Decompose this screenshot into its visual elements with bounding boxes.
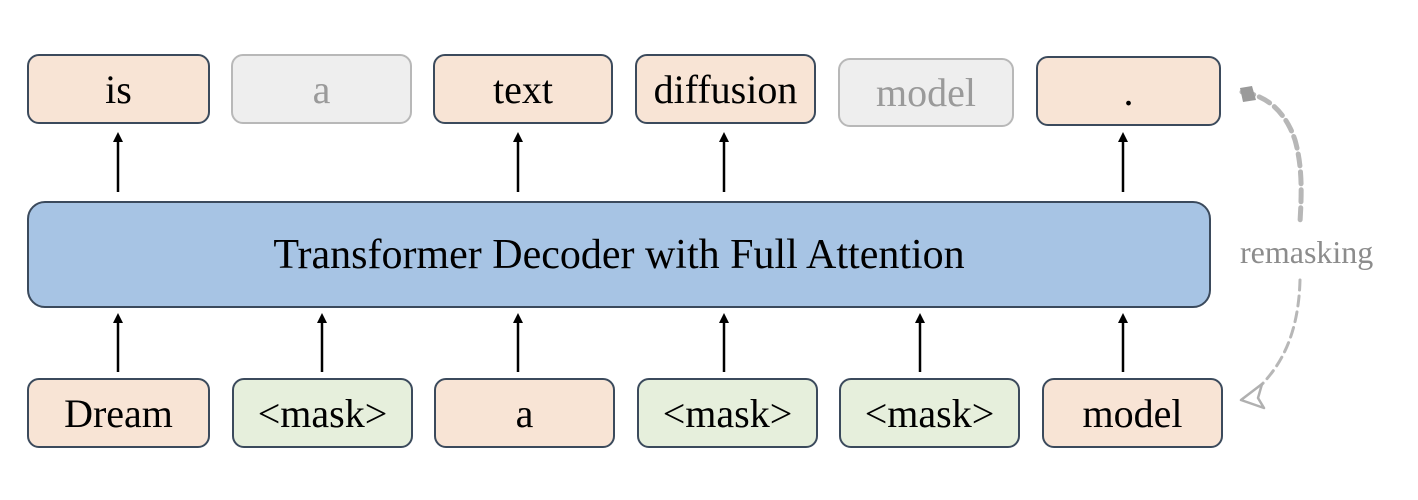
remasking-label: remasking [1240,234,1374,270]
input-token-model: model [1042,378,1223,448]
input-token-mask-3: <mask> [839,378,1020,448]
output-token-is: is [27,54,210,124]
output-token-a-remasked: a [231,54,412,124]
output-token-text: text [433,54,613,124]
output-token-model-remasked: model [838,58,1014,127]
output-token-diffusion: diffusion [635,54,816,124]
output-token-period: . [1036,56,1221,126]
input-token-mask-2: <mask> [637,378,818,448]
input-token-mask-1: <mask> [232,378,413,448]
transformer-decoder-block: Transformer Decoder with Full Attention [27,201,1211,308]
input-token-dream: Dream [27,378,210,448]
input-token-a: a [434,378,615,448]
remasking-curve-arrow [1239,86,1304,410]
